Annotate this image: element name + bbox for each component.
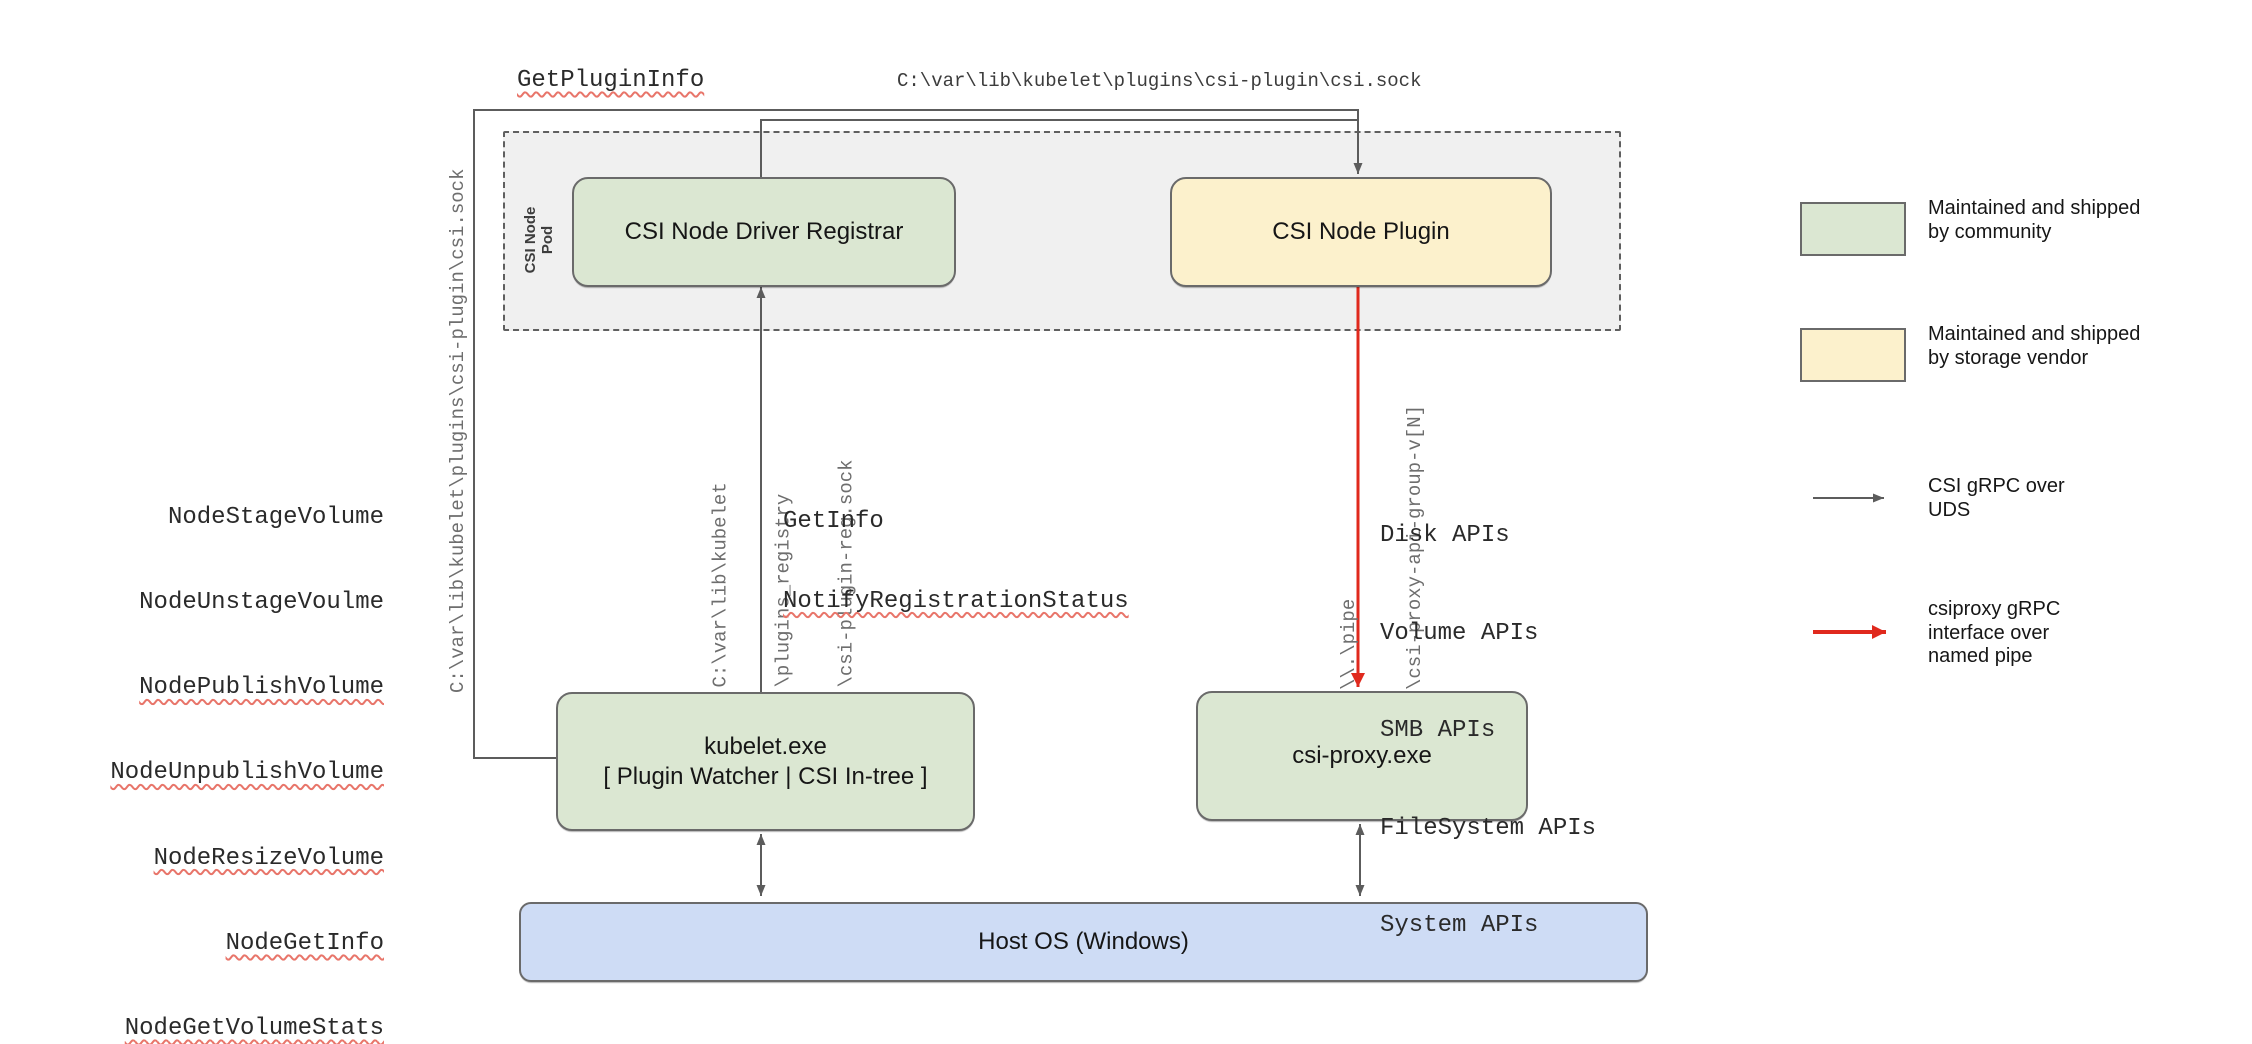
node-csi-node-plugin: CSI Node Plugin bbox=[1170, 177, 1552, 287]
registrar-label: CSI Node Driver Registrar bbox=[624, 218, 904, 245]
label-csi-sock-path-top: C:\var\lib\kubelet\plugins\csi-plugin\cs… bbox=[897, 70, 1422, 92]
legend-swatch-storage-vendor bbox=[1800, 328, 1906, 382]
node-host-os: Host OS (Windows) bbox=[519, 902, 1648, 982]
label-getplugininfo: GetPluginInfo bbox=[517, 67, 705, 94]
kubelet-label-line2: [ Plugin Watcher | CSI In-tree ] bbox=[603, 762, 928, 790]
legend-label-community: Maintained and shipped by community bbox=[1928, 197, 2141, 243]
label-getinfo: GetInfo bbox=[783, 508, 884, 535]
label-registration-socket-path: C:\var\lib\kubelet \plugins_registry \cs… bbox=[669, 458, 858, 688]
legend-label-csiproxy-grpc: csiproxy gRPC interface over named pipe bbox=[1928, 598, 2061, 667]
plugin-label: CSI Node Plugin bbox=[1272, 218, 1450, 245]
method-nodeunpublishvolume: NodeUnpublishVolume bbox=[110, 759, 384, 787]
method-nodegetinfo: NodeGetInfo bbox=[225, 929, 384, 957]
method-noderesizevolume: NodeResizeVolume bbox=[153, 844, 384, 872]
node-csi-node-driver-registrar: CSI Node Driver Registrar bbox=[572, 177, 956, 287]
method-nodepublishvolume: NodePublishVolume bbox=[139, 674, 384, 702]
api-system: System APIs bbox=[1380, 912, 1539, 939]
host-os-label: Host OS (Windows) bbox=[978, 928, 1189, 955]
pipe-path-line1: \\.\pipe bbox=[1338, 598, 1360, 690]
legend-label-csi-grpc-uds: CSI gRPC over UDS bbox=[1928, 475, 2065, 521]
legend-label-storage-vendor: Maintained and shipped by storage vendor bbox=[1928, 323, 2141, 369]
method-nodeunstagevoulme: NodeUnstageVoulme bbox=[139, 589, 384, 617]
label-notifyregistrationstatus: NotifyRegistrationStatus bbox=[783, 587, 1129, 615]
api-volume: Volume APIs bbox=[1380, 619, 1539, 647]
csi-proxy-api-list: Disk APIs Volume APIs SMB APIs FileSyste… bbox=[1380, 455, 1596, 1008]
kubelet-label-line1: kubelet.exe bbox=[704, 732, 827, 760]
csi-node-pod-label: CSI Node Pod bbox=[522, 206, 556, 274]
csi-proxy-label: csi-proxy.exe bbox=[1292, 742, 1432, 769]
api-disk: Disk APIs bbox=[1380, 522, 1510, 549]
node-csi-proxy: csi-proxy.exe bbox=[1196, 691, 1528, 821]
api-filesystem: FileSystem APIs bbox=[1380, 814, 1597, 842]
node-kubelet: kubelet.exe [ Plugin Watcher | CSI In-tr… bbox=[556, 692, 975, 831]
api-smb: SMB APIs bbox=[1380, 717, 1496, 744]
method-nodestagevolume: NodeStageVolume bbox=[167, 503, 384, 531]
label-named-pipe-path: \\.\pipe \csi-proxy-api-group-v[N] bbox=[1294, 400, 1426, 690]
legend-swatch-community bbox=[1800, 202, 1906, 256]
registry-path-line1: C:\var\lib\kubelet bbox=[709, 482, 732, 688]
label-csi-sock-path-left: C:\var\lib\kubelet\plugins\csi-plugin\cs… bbox=[447, 168, 469, 694]
registration-rpc-labels: GetInfo NotifyRegistrationStatus bbox=[783, 456, 1129, 668]
node-methods-list: NodeStageVolume NodeUnstageVoulme NodePu… bbox=[60, 447, 384, 1044]
method-nodegetvolumestats: NodeGetVolumeStats bbox=[124, 1015, 384, 1043]
